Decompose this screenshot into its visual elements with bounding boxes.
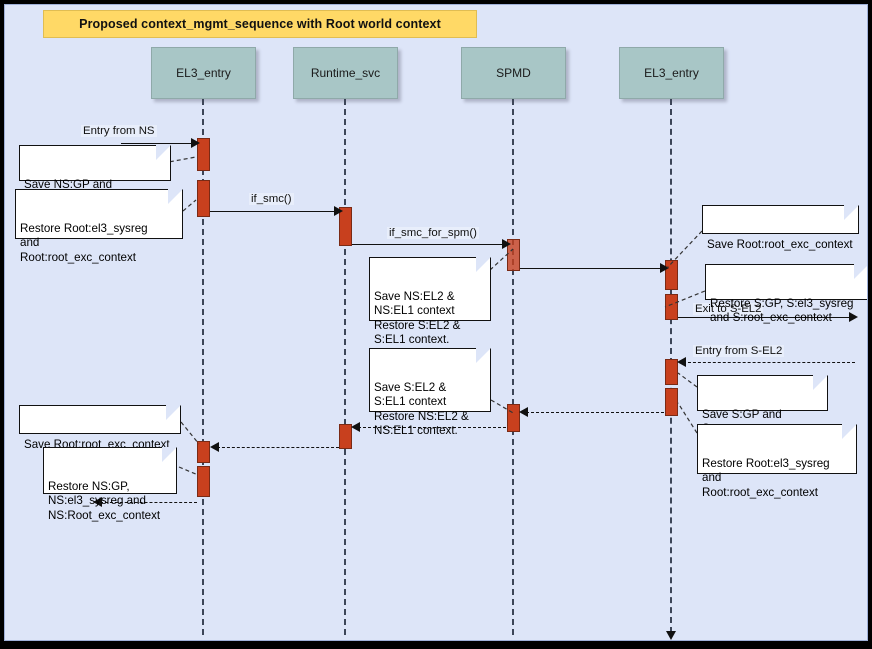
message-arrowhead-if-smc-for-spm	[502, 239, 511, 249]
note-save-s-el2-text: Save S:EL2 & S:EL1 context Restore NS:EL…	[374, 380, 469, 438]
note-save-s-el2: Save S:EL2 & S:EL1 context Restore NS:EL…	[369, 348, 491, 437]
message-line-el3-left-final-exit	[100, 502, 197, 503]
note-restore-root-el3-sysreg-right: Restore Root:el3_sysreg and Root:root_ex…	[697, 424, 857, 499]
lifeline-label-el3-entry-left: EL3_entry	[176, 66, 231, 80]
message-line-runtime-svc-to-el3-left-return	[217, 447, 339, 448]
lifeline-head-el3-entry-left[interactable]: EL3_entry	[151, 47, 256, 99]
message-line-exit-to-s-el2	[678, 317, 854, 318]
message-arrowhead-spmd-to-runtime-svc-return	[351, 422, 360, 432]
note-save-root-exc-context-left: Save Root:root_exc_context	[19, 405, 181, 451]
diagram-title: Proposed context_mgmt_sequence with Root…	[79, 17, 441, 31]
note-restore-root-el3-sysreg: Restore Root:el3_sysreg and Root:root_ex…	[15, 189, 183, 264]
message-line-spmd-to-el3-right	[520, 268, 666, 269]
message-label-entry-from-s-el2: Entry from S-EL2	[693, 345, 785, 357]
lifeline-label-spmd: SPMD	[496, 66, 531, 80]
note-fold-icon	[168, 189, 183, 204]
note-fold-icon	[854, 264, 867, 279]
note-save-ns-gp: Save NS:GP and NS:Root_exc_context	[19, 145, 171, 205]
activation-bar-el3-right-2	[665, 294, 678, 320]
message-line-el3-right-to-spmd-return	[526, 412, 664, 413]
note-fold-icon	[476, 257, 491, 272]
note-fold-icon	[156, 145, 171, 160]
activation-bar-el3-right-4	[665, 388, 678, 416]
note-restore-s-gp: Restore S:GP, S:el3_sysreg and S:root_ex…	[705, 264, 867, 324]
note-restore-root-el3-sysreg-text: Restore Root:el3_sysreg and Root:root_ex…	[20, 221, 148, 264]
lifeline-head-runtime-svc[interactable]: Runtime_svc	[293, 47, 398, 99]
activation-bar-runtime-svc-2	[339, 424, 352, 449]
note-fold-icon	[844, 205, 859, 220]
message-line-if-smc	[210, 211, 338, 212]
diagram-title-bar: Proposed context_mgmt_sequence with Root…	[43, 10, 477, 38]
note-save-root-exc-context-right: Save Root:root_exc_context	[702, 205, 859, 251]
message-arrowhead-exit-to-s-el2	[849, 312, 858, 322]
message-arrowhead-if-smc	[334, 206, 343, 216]
note-restore-root-el3-sysreg-right-text: Restore Root:el3_sysreg and Root:root_ex…	[702, 456, 830, 499]
message-arrowhead-entry-from-ns	[191, 138, 200, 148]
lifeline-label-runtime-svc: Runtime_svc	[310, 66, 381, 80]
note-save-root-exc-context-right-text: Save Root:root_exc_context	[707, 237, 853, 251]
message-label-if-smc: if_smc()	[249, 193, 294, 205]
note-restore-ns-gp: Restore NS:GP, NS:el3_sysreg and NS:Root…	[43, 447, 177, 522]
note-save-s-gp: Save S:GP and S:root_exc_context	[697, 375, 828, 435]
activation-bar-el3-left-3	[197, 441, 210, 463]
lifeline-end-arrow-el3-entry-right	[666, 631, 676, 640]
note-fold-icon	[813, 375, 828, 390]
note-save-ns-el2: Save NS:EL2 & NS:EL1 context Restore S:E…	[369, 257, 491, 346]
lifeline-line-runtime-svc	[344, 99, 346, 635]
note-restore-ns-gp-text: Restore NS:GP, NS:el3_sysreg and NS:Root…	[48, 479, 161, 522]
lifeline-head-el3-entry-right[interactable]: EL3_entry	[619, 47, 724, 99]
message-arrowhead-entry-from-s-el2	[677, 357, 686, 367]
lifeline-label-el3-entry-right: EL3_entry	[644, 66, 699, 80]
message-label-exit-to-s-el2: Exit to S-EL2	[693, 303, 764, 315]
note-fold-icon	[162, 447, 177, 462]
lifeline-line-el3-entry-left	[202, 99, 204, 635]
message-arrowhead-el3-left-final-exit	[93, 497, 102, 507]
message-line-spmd-to-runtime-svc-return	[358, 427, 506, 428]
note-save-ns-el2-text: Save NS:EL2 & NS:EL1 context Restore S:E…	[374, 289, 461, 347]
message-line-if-smc-for-spm	[352, 244, 507, 245]
activation-bar-el3-right-3	[665, 359, 678, 385]
activation-bar-runtime-svc-1	[339, 207, 352, 246]
message-arrowhead-spmd-to-el3-right	[660, 263, 669, 273]
message-arrowhead-el3-right-to-spmd-return	[519, 407, 528, 417]
lifeline-line-spmd	[512, 99, 514, 635]
note-fold-icon	[166, 405, 181, 420]
activation-bar-el3-left-4	[197, 466, 210, 497]
lifeline-head-spmd[interactable]: SPMD	[461, 47, 566, 99]
message-line-entry-from-s-el2	[683, 362, 855, 363]
note-fold-icon	[842, 424, 857, 439]
message-label-if-smc-for-spm: if_smc_for_spm()	[387, 227, 479, 239]
activation-bar-el3-left-1	[197, 138, 210, 171]
message-line-entry-from-ns	[121, 143, 193, 144]
sequence-diagram-surface: Proposed context_mgmt_sequence with Root…	[4, 4, 868, 641]
message-label-entry-from-ns: Entry from NS	[81, 125, 157, 137]
note-restore-s-gp-text: Restore S:GP, S:el3_sysreg and S:root_ex…	[710, 296, 854, 325]
activation-bar-el3-left-2	[197, 180, 210, 217]
message-arrowhead-runtime-svc-to-el3-left-return	[210, 442, 219, 452]
note-fold-icon	[476, 348, 491, 363]
